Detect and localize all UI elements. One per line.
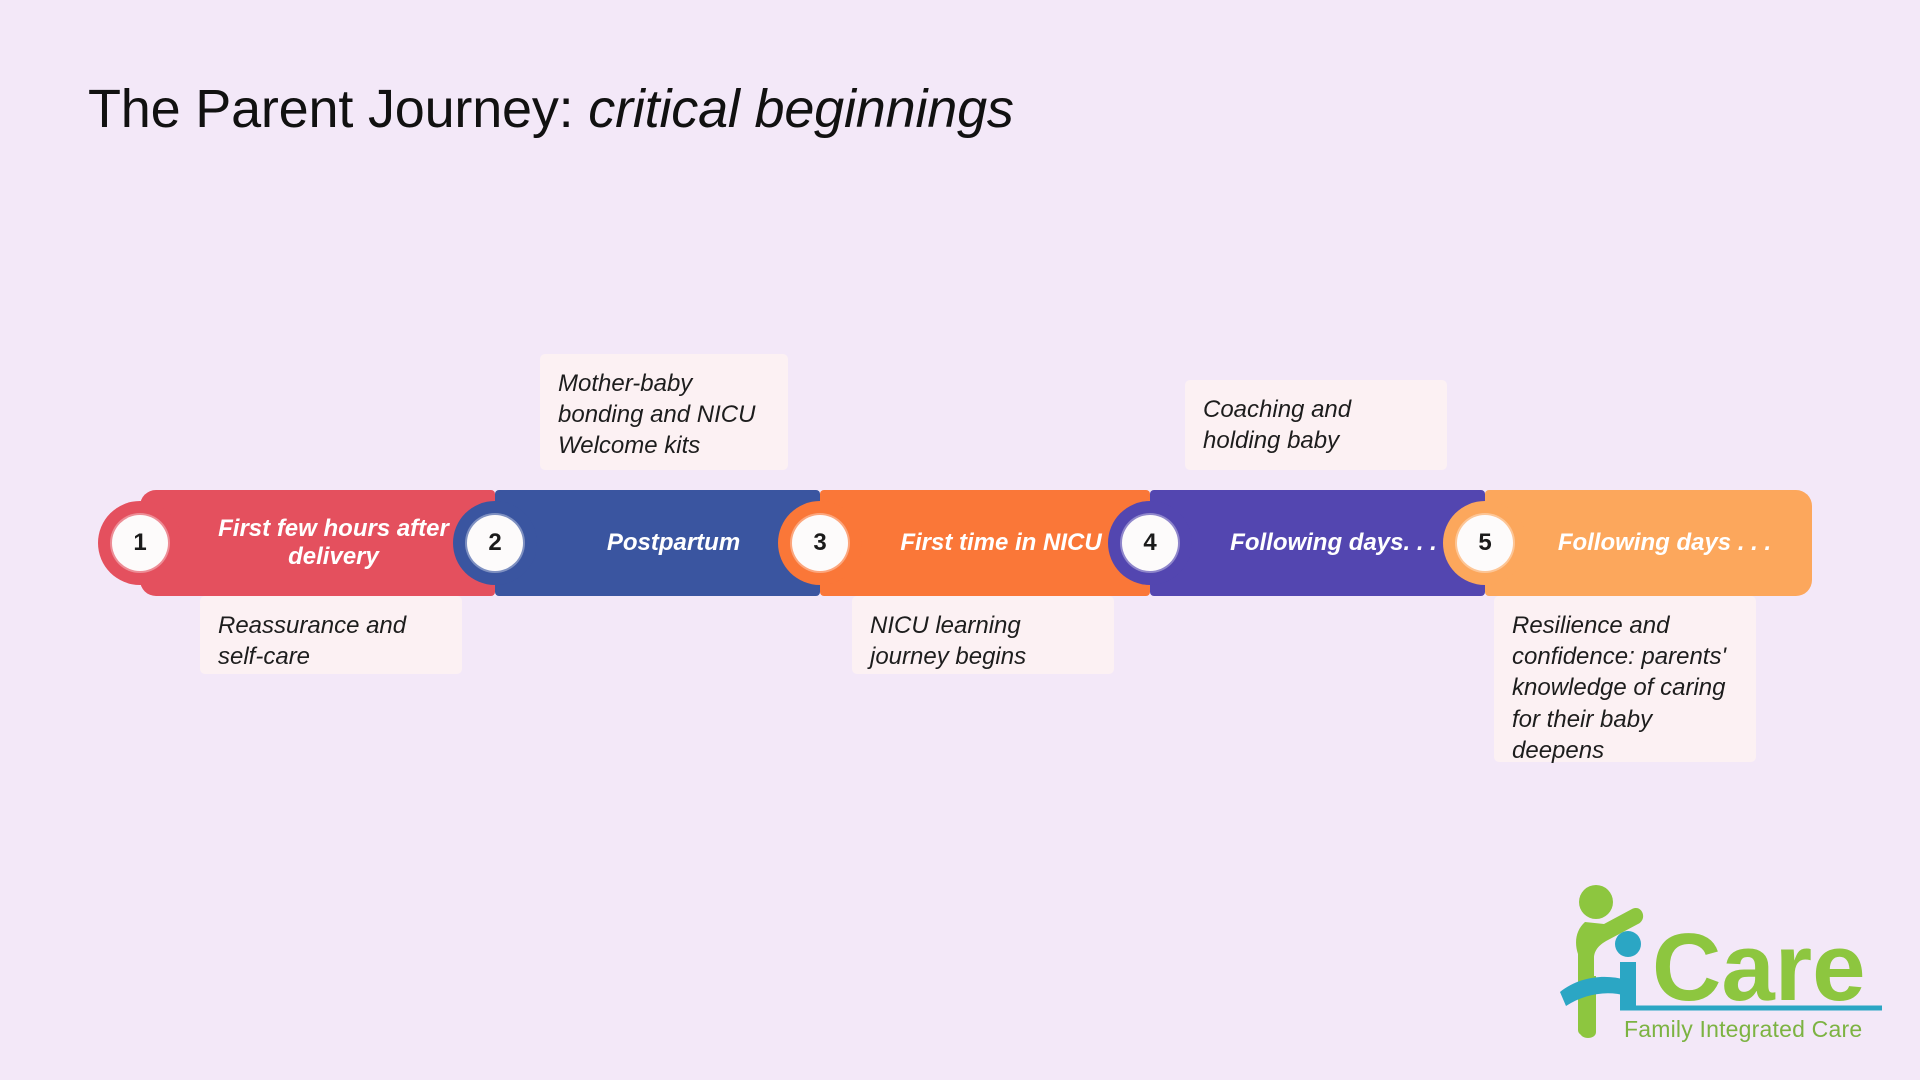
page-title-italic: critical beginnings: [588, 79, 1014, 139]
note-below-step-1: Reassurance and self-care: [200, 596, 462, 674]
note-below-step-3: NICU learning journey begins: [852, 596, 1114, 674]
segment-4-label: Following days. . .: [1230, 528, 1437, 556]
ficare-logo: Care Family Integrated Care: [1556, 880, 1886, 1050]
note-above-step-4: Coaching and holding baby: [1185, 380, 1447, 470]
ficare-logo-mark: Care: [1560, 885, 1882, 1038]
logo-swoosh-icon: [1560, 976, 1626, 1006]
logo-i-stem-icon: [1620, 962, 1636, 1010]
note-below-step-5: Resilience and confidence: parents' know…: [1494, 596, 1756, 764]
step-badge-5[interactable]: 5: [1457, 515, 1513, 571]
page-title-regular: The Parent Journey:: [88, 79, 574, 139]
timeline-segment-1[interactable]: 1 First few hours after delivery: [98, 490, 495, 596]
page-title: The Parent Journey: critical beginnings: [88, 78, 1014, 140]
segment-5-body: [1485, 490, 1812, 596]
timeline-segment-4[interactable]: 4 Following days. . .: [1108, 490, 1485, 596]
parent-journey-timeline: 1 First few hours after delivery 2 Postp…: [98, 490, 1812, 596]
logo-tagline: Family Integrated Care: [1624, 1016, 1863, 1042]
timeline-segment-3[interactable]: 3 First time in NICU: [778, 490, 1150, 596]
step-badge-3[interactable]: 3: [792, 515, 848, 571]
segment-2-body: [495, 490, 820, 596]
step-badge-4[interactable]: 4: [1122, 515, 1178, 571]
note-above-step-2: Mother-baby bonding and NICU Welcome kit…: [540, 354, 788, 470]
logo-i-dot-icon: [1615, 931, 1641, 957]
segment-1-label: First few hours after delivery: [218, 514, 449, 570]
segment-3-label: First time in NICU: [900, 528, 1102, 556]
segment-3-body: [820, 490, 1150, 596]
timeline-segment-2[interactable]: 2 Postpartum: [453, 490, 820, 596]
step-badge-1[interactable]: 1: [112, 515, 168, 571]
logo-wordmark: Care: [1652, 914, 1865, 1021]
segment-4-body: [1150, 490, 1485, 596]
segment-1-body: [140, 490, 495, 596]
segment-5-label: Following days . . .: [1557, 528, 1772, 556]
logo-person-head-icon: [1579, 885, 1613, 919]
step-badge-2[interactable]: 2: [467, 515, 523, 571]
timeline-segment-5[interactable]: 5 Following days . . .: [1443, 490, 1812, 596]
segment-2-label: Postpartum: [606, 528, 741, 556]
